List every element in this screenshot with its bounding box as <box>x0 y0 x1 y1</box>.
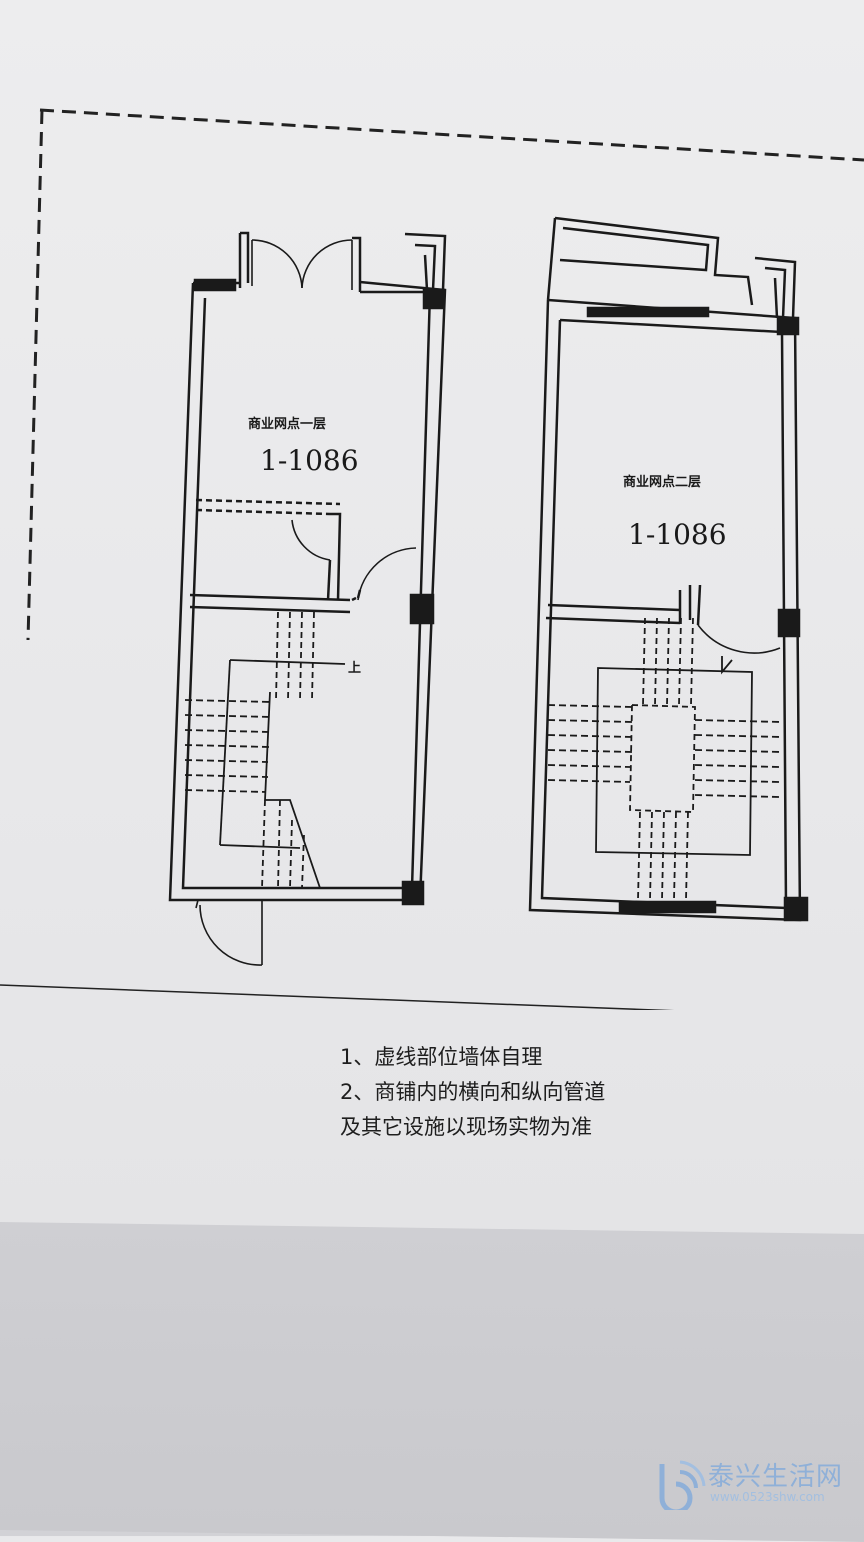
watermark-url: www.0523shw.com <box>710 1490 825 1504</box>
floor2-room-number: 1-1086 <box>628 518 727 551</box>
floor1-room-name: 商业网点一层 <box>248 416 326 432</box>
site-watermark: 泰兴生活网 www.0523shw.com <box>650 1454 850 1515</box>
watermark-text: 泰兴生活网 <box>708 1462 844 1492</box>
floor-plan-drawing: 商业网点一层 1-1086 上 <box>0 108 864 1010</box>
plan-notes: 1、虚线部位墙体自理 2、商铺内的横向和纵向管道 及其它设施以现场实物为准 <box>340 1040 760 1145</box>
wifi-b-logo-icon <box>659 1460 706 1515</box>
note-line-1: 1、虚线部位墙体自理 <box>340 1045 543 1069</box>
note-line-3: 及其它设施以现场实物为准 <box>340 1115 592 1139</box>
floor2-room-name: 商业网点二层 <box>623 474 701 490</box>
floor2-plan <box>528 216 809 922</box>
floor1-room-number: 1-1086 <box>260 444 359 477</box>
sheet-dashed-border <box>0 108 864 1010</box>
floor1-plan <box>168 231 447 966</box>
floor1-stair-label: 上 <box>348 661 361 676</box>
note-line-2: 2、商铺内的横向和纵向管道 <box>340 1080 606 1104</box>
